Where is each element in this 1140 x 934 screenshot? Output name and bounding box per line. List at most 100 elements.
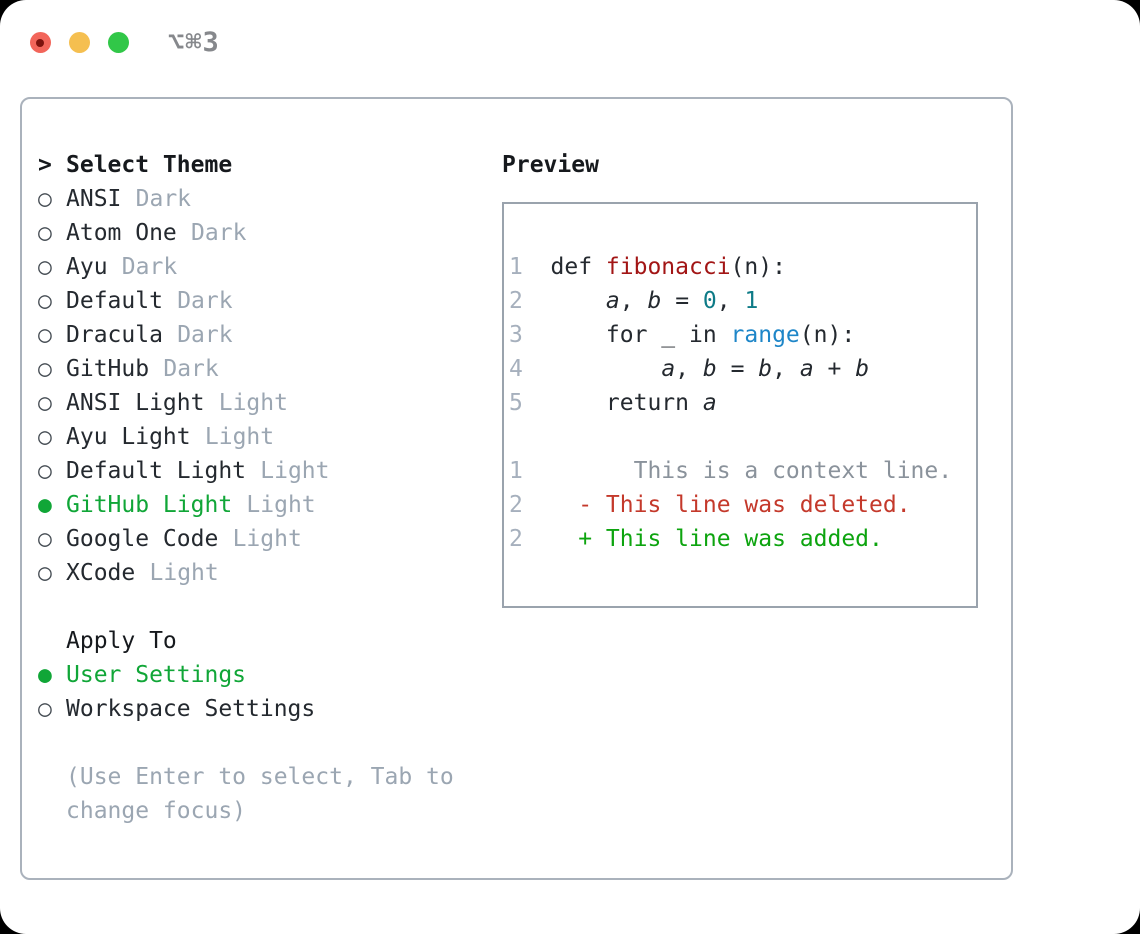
spacer [38,726,502,760]
radio-icon: ○ [38,390,52,416]
code-token: b [702,356,717,382]
theme-option-ansi-light[interactable]: ○ ANSI Light Light [38,386,502,420]
code-line: 3 for _ in range(n): [509,318,976,352]
radio-icon: ○ [38,322,52,348]
spacer [38,590,502,624]
theme-name: Ayu [66,254,108,280]
zoom-button[interactable] [108,32,129,53]
code-token: a [661,356,676,382]
radio-selected-icon: ● [38,492,52,518]
code-token: return [550,390,703,416]
radio-icon: ○ [38,220,52,246]
theme-variant: Light [260,458,330,484]
titlebar: ⌥⌘3 [30,27,220,58]
apply-option-user-settings[interactable]: ● User Settings [38,658,502,692]
select-theme-title: Select Theme [66,152,233,178]
line-number: 2 [509,492,523,518]
code-token: (n): [730,254,786,280]
code-token: , [619,288,648,314]
theme-name: Atom One [66,220,177,246]
radio-icon: ○ [38,696,52,722]
diff-line-context: 1 This is a context line. [509,454,976,488]
code-token: , [675,356,703,382]
theme-name: Default [66,288,163,314]
diff-text: This is a context line. [550,458,953,484]
theme-variant: Light [204,424,275,450]
code-token: a [605,288,620,314]
code-token: = [661,288,703,314]
theme-variant: Dark [177,288,233,314]
code-line: 4 a, b = b, a + b [509,352,976,386]
apply-to-title: Apply To [66,628,177,654]
minimize-button[interactable] [69,32,90,53]
line-number: 1 [509,254,523,280]
theme-variant: Dark [135,186,192,212]
theme-name: XCode [66,560,136,586]
theme-name: GitHub [66,356,150,382]
theme-variant: Dark [177,322,233,348]
code-token: , [772,356,800,382]
close-button[interactable] [30,32,51,53]
code-token: (n): [799,322,856,348]
code-token: b [855,356,870,382]
radio-selected-icon: ● [38,662,52,688]
theme-option-default-light[interactable]: ○ Default Light Light [38,454,502,488]
radio-icon: ○ [38,424,52,450]
line-number: 2 [509,288,523,314]
radio-icon: ○ [38,458,52,484]
theme-name: Default Light [66,458,247,484]
theme-option-default[interactable]: ○ Default Dark [38,284,502,318]
code-token: = [716,356,759,382]
theme-variant: Dark [121,254,178,280]
code-token: range [730,322,800,348]
blank-line [509,420,976,454]
theme-variant: Light [246,492,316,518]
code-token: a [702,390,717,416]
apply-option-workspace-settings[interactable]: ○Workspace Settings [38,692,502,726]
code-token: b [647,288,662,314]
preview-title: Preview [502,152,599,178]
diff-line-deleted: 2 - This line was deleted. [509,488,976,522]
code-token: , [716,288,745,314]
code-token: 0 [702,288,717,314]
theme-variant: Dark [191,220,247,246]
theme-variant: Light [232,526,302,552]
code-token: a [799,356,814,382]
theme-name: ANSI Light [66,390,205,416]
apply-option-label: User Settings [66,662,247,688]
theme-option-ayu-light[interactable]: ○ Ayu Light Light [38,420,502,454]
theme-name: GitHub Light [66,492,233,518]
diff-line-added: 2 + This line was added. [509,522,976,556]
radio-icon: ○ [38,288,52,314]
code-token: b [758,356,773,382]
theme-name: Ayu Light [66,424,191,450]
code-token [551,288,606,314]
line-number: 5 [509,390,523,416]
code-line: 2 a, b = 0, 1 [509,284,976,318]
theme-variant: Light [149,560,219,586]
apply-to-header: Apply To [38,624,502,658]
theme-option-atom-one[interactable]: ○ Atom One Dark [38,216,502,250]
line-number: 3 [509,322,523,348]
diff-text: + This line was added. [550,526,883,552]
code-token: for _ in [550,322,731,348]
code-token [551,356,662,382]
code-token: fibonacci [605,254,731,280]
line-number: 2 [509,526,523,552]
apply-to-options: ● User Settings ○Workspace Settings [38,658,502,726]
theme-variant: Light [218,390,288,416]
theme-option-github-light[interactable]: ● GitHub Light Light [38,488,502,522]
radio-icon: ○ [38,526,52,552]
select-theme-header: > Select Theme [38,148,502,182]
